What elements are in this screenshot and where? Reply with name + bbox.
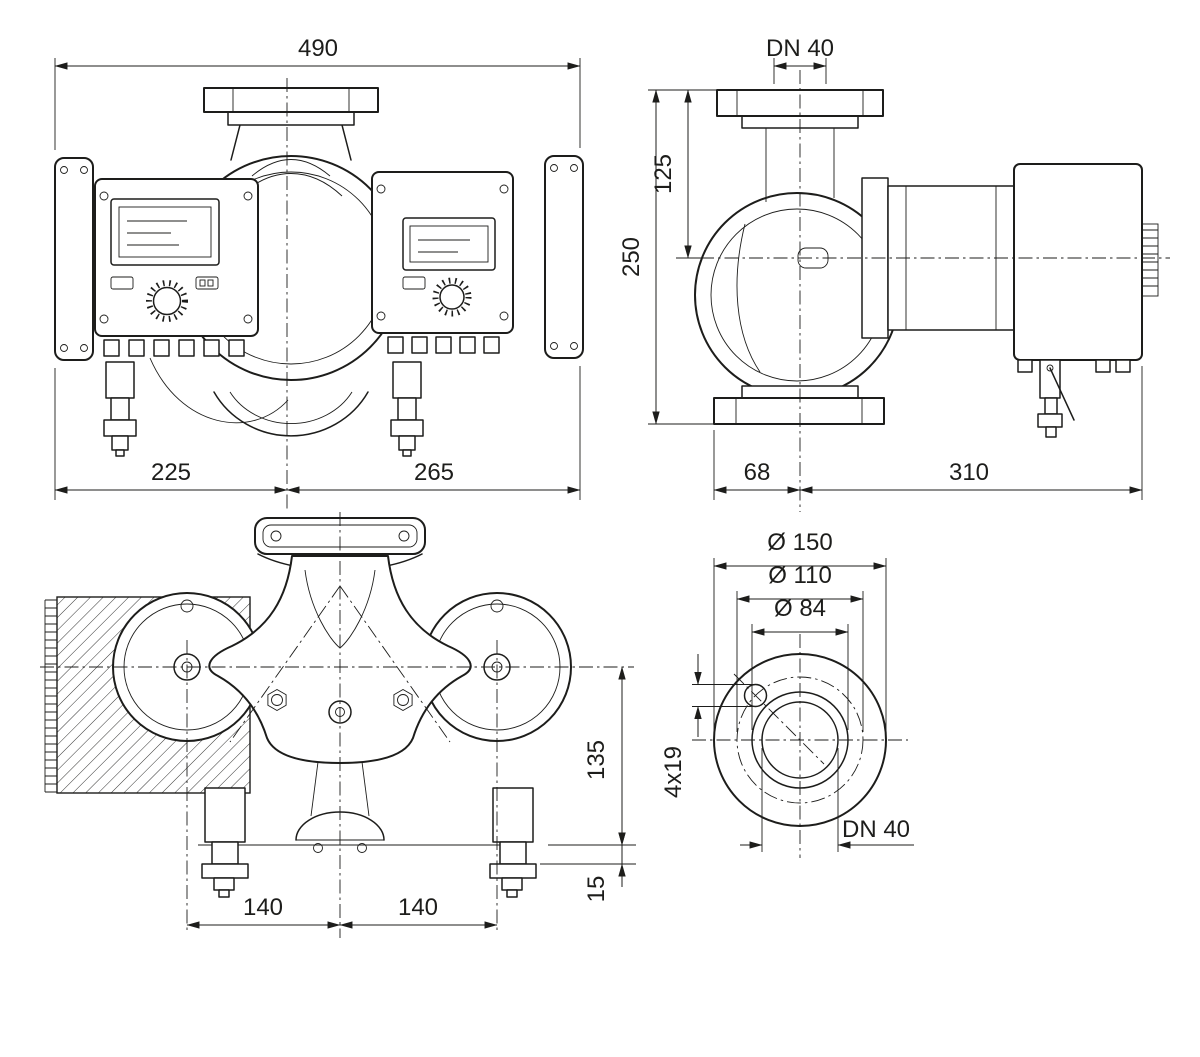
vent-valve-side bbox=[1037, 359, 1075, 438]
dim-overall-width: 490 bbox=[54, 35, 581, 150]
right-end-plate bbox=[544, 155, 584, 359]
connector bbox=[1017, 359, 1033, 373]
module-button bbox=[110, 276, 134, 290]
dim-outer-diameter: Ø 150 bbox=[713, 529, 887, 732]
top-view: 135 15 140 140 bbox=[40, 512, 636, 938]
dim-right-span: 265 bbox=[286, 366, 581, 500]
dim-base-offset: 15 bbox=[540, 822, 636, 902]
screw-icon bbox=[499, 311, 509, 321]
module-display bbox=[110, 198, 220, 266]
centerline-diagonal bbox=[229, 585, 341, 743]
dim-label-140-right: 140 bbox=[398, 894, 438, 921]
dim-raised-face: Ø 84 bbox=[751, 595, 849, 730]
screw-icon bbox=[499, 184, 509, 194]
drain-valve-right bbox=[390, 361, 424, 457]
control-knob bbox=[432, 277, 472, 317]
dim-label-4x19: 4x19 bbox=[660, 746, 687, 798]
dim-nominal-diameter-top: DN 40 bbox=[766, 35, 834, 84]
connector bbox=[1115, 359, 1131, 373]
dim-bolt-circle: Ø 110 bbox=[736, 562, 864, 732]
control-box-side bbox=[1013, 163, 1159, 373]
centerline-diagonal bbox=[339, 585, 451, 743]
dim-label-d84: Ø 84 bbox=[774, 595, 826, 622]
left-control-module bbox=[94, 178, 259, 337]
dim-axis-offset: 68 bbox=[713, 430, 801, 500]
centerline-diagonal bbox=[733, 673, 825, 765]
flange-view: Ø 150 Ø 110 Ø 84 4x19 DN 40 bbox=[660, 529, 914, 858]
module-display bbox=[402, 217, 496, 271]
connector bbox=[1095, 359, 1111, 373]
bottom-pipe-bend bbox=[213, 391, 369, 437]
dim-label-490: 490 bbox=[298, 35, 338, 62]
drain-valve-right-plan bbox=[489, 787, 537, 898]
dim-inlet-height: 125 bbox=[648, 89, 717, 259]
drain-valve-left-plan bbox=[201, 787, 249, 898]
dim-label-125: 125 bbox=[650, 154, 677, 194]
dim-label-135: 135 bbox=[583, 740, 610, 780]
right-control-module bbox=[371, 171, 514, 334]
bottom-flange-side bbox=[713, 385, 885, 425]
screw-icon bbox=[99, 314, 109, 324]
screw-icon bbox=[243, 191, 253, 201]
top-flange-front bbox=[203, 87, 379, 161]
dim-overall-height: 250 bbox=[618, 89, 714, 425]
dim-axis-to-base: 135 bbox=[548, 666, 636, 846]
dim-right-pitch: 140 bbox=[339, 894, 498, 929]
dim-label-250: 250 bbox=[618, 237, 645, 277]
control-knob bbox=[146, 280, 188, 322]
heatsink-fins bbox=[1141, 223, 1159, 297]
module-button bbox=[402, 276, 426, 290]
screw-icon bbox=[99, 191, 109, 201]
cable bbox=[149, 357, 289, 424]
dim-label-140-left: 140 bbox=[243, 894, 283, 921]
module-button bbox=[195, 276, 219, 290]
dim-nominal-bore: DN 40 bbox=[740, 748, 914, 852]
bolt-hole bbox=[743, 683, 768, 708]
terminal-strip-right bbox=[387, 336, 500, 354]
left-end-plate bbox=[54, 157, 94, 361]
dim-label-d110: Ø 110 bbox=[768, 562, 832, 589]
manifold-line bbox=[339, 569, 376, 649]
dim-label-225: 225 bbox=[151, 459, 191, 486]
flange-circles bbox=[713, 653, 887, 827]
manifold-line bbox=[304, 569, 341, 649]
dim-left-span: 225 bbox=[54, 368, 288, 500]
side-view: DN 40 125 250 68 310 bbox=[618, 35, 1170, 512]
screw-icon bbox=[376, 311, 386, 321]
dim-label-dn40-bottom: DN 40 bbox=[842, 816, 910, 843]
dim-left-pitch: 140 bbox=[186, 894, 341, 929]
dim-label-68: 68 bbox=[744, 459, 771, 486]
dim-label-15: 15 bbox=[583, 876, 610, 903]
dim-label-d150: Ø 150 bbox=[767, 529, 832, 556]
screw-icon bbox=[243, 314, 253, 324]
screw-icon bbox=[376, 184, 386, 194]
dim-label-265: 265 bbox=[414, 459, 454, 486]
dim-label-310: 310 bbox=[949, 459, 989, 486]
front-view: 490 225 265 bbox=[54, 35, 584, 512]
terminal-strip-left bbox=[103, 339, 245, 357]
dim-label-dn40-top: DN 40 bbox=[766, 35, 834, 62]
dim-depth: 310 bbox=[799, 366, 1143, 500]
dim-bolt-holes: 4x19 bbox=[660, 654, 753, 798]
drain-valve-left bbox=[103, 361, 137, 457]
